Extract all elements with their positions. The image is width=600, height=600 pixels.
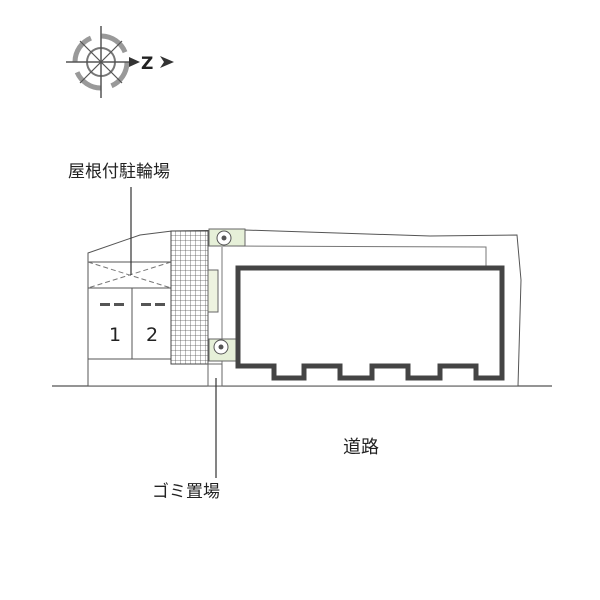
planting-area-bottom — [208, 338, 237, 362]
north-arrow-compass-icon — [66, 26, 174, 98]
planting-area-top — [208, 228, 246, 247]
road-label: 道路 — [343, 437, 379, 458]
covered-bicycle-parking-label: 屋根付駐輪場 — [68, 162, 170, 182]
compass-letter: Z — [141, 54, 153, 74]
walkway — [207, 231, 223, 387]
property-inner-line — [234, 245, 487, 268]
building-footprint — [235, 265, 505, 381]
bicycle-parking-hatch — [170, 230, 209, 365]
parking-space-number: 2 — [146, 324, 158, 346]
garbage-area-label: ゴミ置場 — [152, 481, 220, 502]
parking-space-number: 1 — [109, 324, 121, 346]
